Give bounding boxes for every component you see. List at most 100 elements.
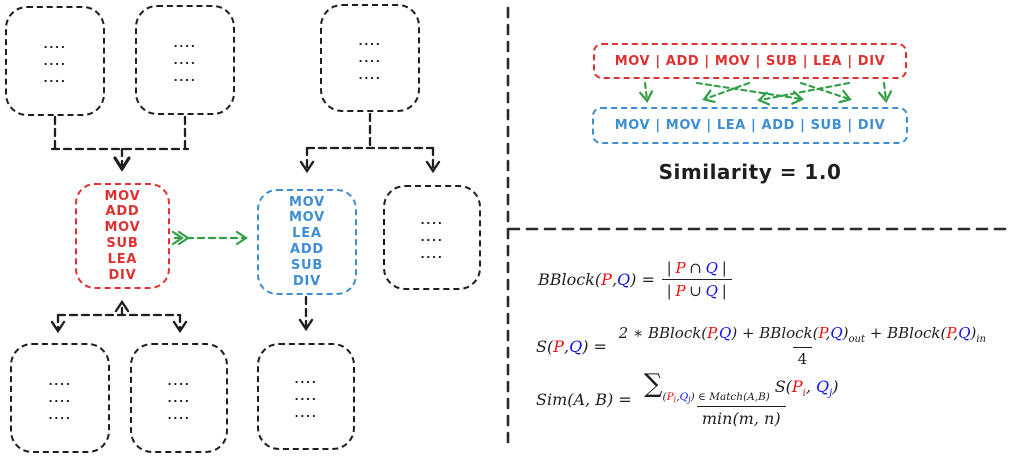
math-p: P	[818, 324, 826, 342]
instruction: MOV	[104, 188, 141, 204]
math-text: ,	[676, 391, 680, 403]
fraction: 2 ∗ BBlock(P,Q) + BBlock(P,Q)out + BBloc…	[614, 324, 991, 368]
math-p: P	[666, 391, 674, 403]
formula-sim: Sim(A, B) = ∑(Pi,Qj) ∈ Match(A,B) S( Pi, Q…	[536, 371, 844, 428]
dots-row: ....	[358, 51, 382, 65]
edge-topmiddle-split	[307, 112, 433, 170]
math-q: Q	[705, 259, 718, 277]
dots-row: ....	[48, 374, 72, 388]
math-text: ,	[611, 270, 618, 289]
instruction: ADD	[289, 242, 325, 257]
dots-row: ....	[173, 53, 197, 67]
cfg-basic-block-red: MOV ADD MOV SUB LEA DIV	[75, 183, 170, 289]
cfg-node-middle-right: .... .... ....	[383, 185, 481, 290]
subscript-j: j	[829, 388, 833, 399]
sequence-text-red: MOV | ADD | MOV | SUB | LEA | DIV	[614, 53, 886, 69]
cfg-node-bottom-2: .... .... ....	[130, 343, 228, 453]
dots-row: ....	[358, 68, 382, 82]
dots-row: ....	[167, 408, 191, 422]
sequence-box-red: MOV | ADD | MOV | SUB | LEA | DIV	[593, 43, 907, 79]
dots-row: ....	[294, 390, 318, 403]
subscript-out: out	[848, 334, 866, 345]
math-text: ,	[563, 336, 570, 356]
math-text: |	[666, 282, 672, 300]
math-p: P	[601, 270, 612, 289]
fraction: |P∩Q| |P∪Q|	[661, 259, 732, 300]
math-text: |	[666, 259, 672, 277]
cfg-node-bottom-1: .... .... ....	[10, 343, 110, 453]
formula-s: S(P,Q) = 2 ∗ BBlock(P,Q) + BBlock(P,Q)ou…	[536, 324, 991, 368]
dots-row: ....	[420, 248, 444, 261]
math-text: S(	[536, 336, 554, 356]
subscript-i: i	[802, 388, 806, 399]
cfg-node-top-middle: .... .... ....	[320, 4, 420, 112]
math-q: Q	[705, 282, 718, 300]
edge-instruction-matches	[639, 81, 893, 106]
math-q: Q	[569, 336, 583, 356]
math-text: S(	[774, 377, 792, 396]
summation-symbol: ∑	[643, 369, 663, 399]
cfg-node-bottom-3: .... .... ....	[257, 343, 355, 450]
math-text: ,	[805, 377, 817, 396]
formula-bblock: BBlock(P,Q) = |P∩Q| |P∪Q|	[538, 259, 732, 300]
instruction: LEA	[292, 226, 322, 242]
dots-row: ....	[294, 373, 318, 386]
subscript-in: in	[976, 334, 986, 345]
instruction: DIV	[292, 273, 322, 289]
subscript-i: i	[673, 395, 677, 404]
sequence-text-blue: MOV | MOV | LEA | ADD | SUB | DIV	[614, 118, 886, 133]
math-text: ,	[714, 324, 720, 342]
cfg-node-top-left-1: .... .... ....	[5, 6, 105, 116]
cfg-node-top-left-2: .... .... ....	[135, 5, 235, 115]
math-text: Sim(A, B) =	[536, 390, 632, 409]
union-symbol: ∪	[689, 282, 702, 300]
instruction: ADD	[105, 204, 140, 220]
math-text: |	[721, 259, 727, 277]
dots-row: ....	[173, 70, 197, 84]
math-text: )	[842, 324, 849, 342]
fraction-numerator: |P∩Q|	[662, 259, 732, 279]
math-p: P	[675, 259, 686, 277]
dots-row: ....	[173, 36, 197, 50]
math-text: ,	[953, 324, 959, 342]
instruction: MOV	[288, 210, 326, 226]
fraction-denominator: min(m, n)	[696, 406, 786, 428]
instruction: SUB	[290, 257, 324, 273]
instruction: SUB	[106, 236, 139, 251]
dots-row: ....	[167, 374, 191, 388]
instruction: LEA	[107, 251, 138, 267]
fraction: ∑(Pi,Qj) ∈ Match(A,B)S(Pi, Qj) min(m, n)	[639, 371, 844, 428]
math-q: Q	[830, 324, 843, 342]
fraction-denominator: 4	[792, 347, 813, 368]
subscript-j: j	[688, 395, 691, 404]
dots-row: ....	[358, 34, 382, 48]
math-text: |	[721, 282, 727, 300]
dots-row: ....	[48, 408, 72, 422]
dots-row: ....	[43, 37, 67, 51]
instruction: MOV	[288, 194, 326, 210]
math-q: Q	[679, 391, 689, 403]
intersection-symbol: ∩	[689, 259, 702, 277]
math-p: P	[553, 336, 564, 356]
math-text: ) =	[582, 336, 607, 356]
instruction: DIV	[108, 267, 137, 283]
fraction-numerator: 2 ∗ BBlock(P,Q) + BBlock(P,Q)out + BBloc…	[614, 324, 991, 347]
math-q: Q	[719, 324, 732, 342]
similarity-label: Similarity = 1.0	[658, 160, 842, 184]
math-text: + BBlock(	[865, 324, 947, 342]
math-text: min(m, n)	[701, 409, 781, 428]
math-q: Q	[958, 324, 971, 342]
fraction-denominator: |P∪Q|	[661, 279, 732, 300]
sequence-box-blue: MOV | MOV | LEA | ADD | SUB | DIV	[592, 107, 908, 144]
edge-topleft-merge	[50, 115, 190, 168]
math-text: ) =	[630, 270, 655, 289]
math-p: P	[707, 324, 715, 342]
math-text: ) ∈ Match(A,B)	[690, 391, 770, 403]
summation-subscript: (Pi,Qj) ∈ Match(A,B)	[662, 391, 770, 404]
math-text: BBlock(	[538, 270, 602, 289]
dots-row: ....	[294, 407, 318, 420]
math-p: P	[675, 282, 686, 300]
math-text: ) + BBlock(	[731, 324, 819, 342]
math-text: 4	[797, 350, 808, 368]
